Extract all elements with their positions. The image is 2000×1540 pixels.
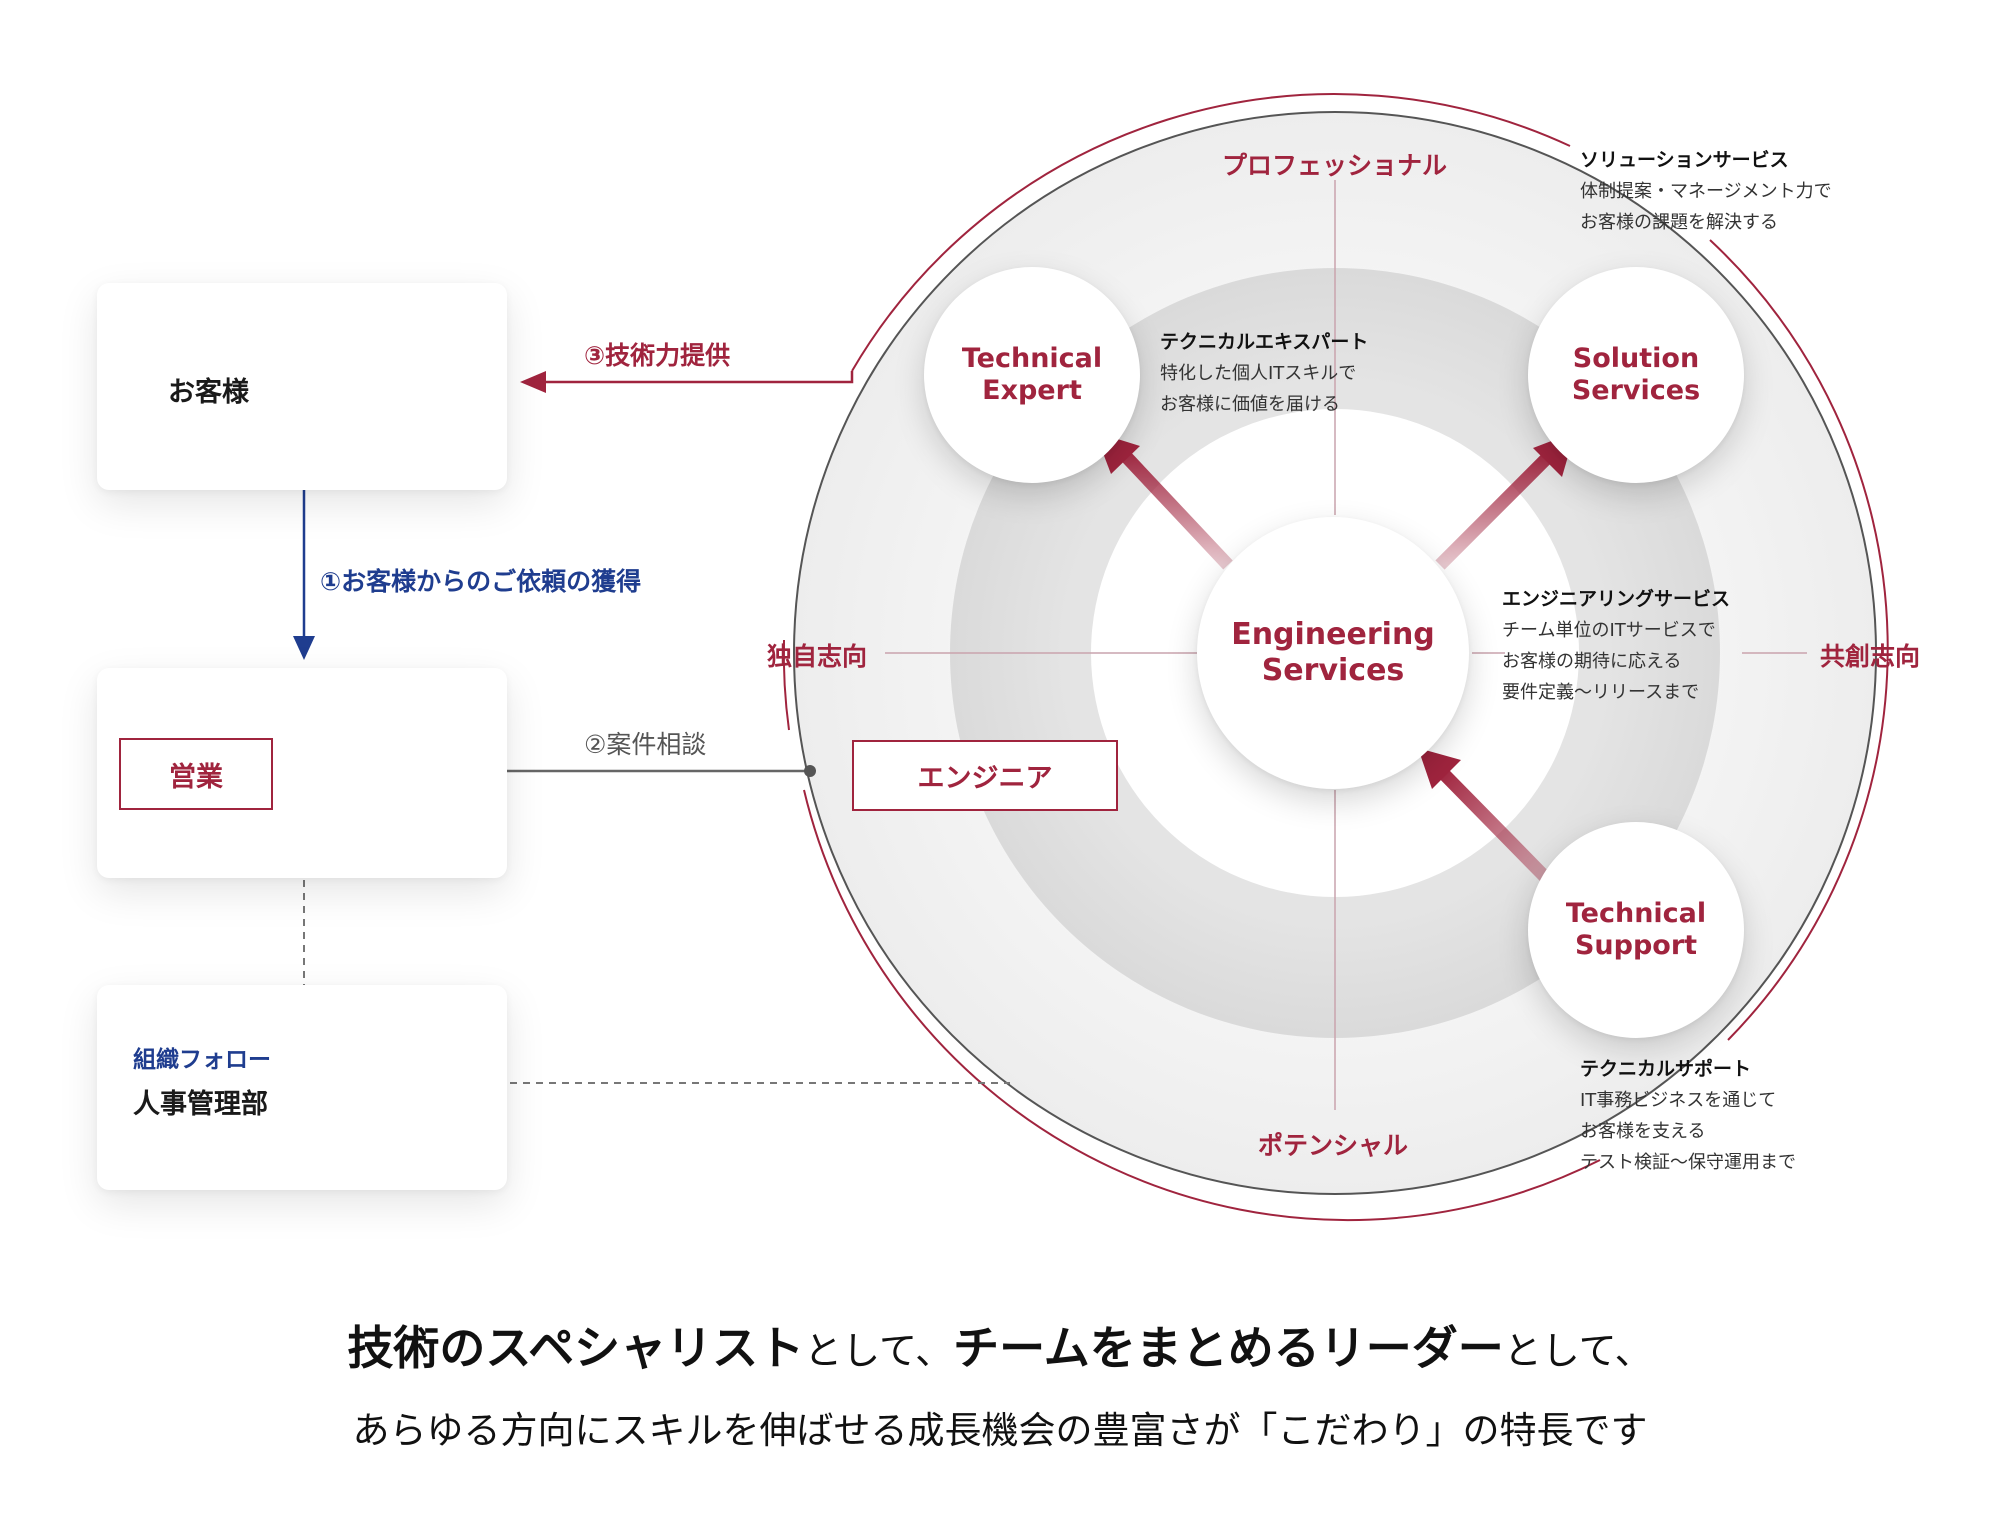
- headline-as-2: として、: [1503, 1329, 1653, 1373]
- node-engineering-line1: Engineering: [1231, 617, 1435, 652]
- desc-expert-title: テクニカルエキスパート: [1160, 331, 1369, 353]
- customer-card: [97, 283, 507, 490]
- axis-left-label: 独自志向: [767, 642, 868, 671]
- axis-top-label: プロフェッショナル: [1222, 151, 1448, 180]
- hr-label: 人事管理部: [133, 1089, 268, 1120]
- desc-engineering: エンジニアリングサービス チーム単位のITサービスで お客様の期待に応える 要件…: [1502, 584, 1730, 708]
- desc-expert: テクニカルエキスパート 特化した個人ITスキルで お客様に価値を届ける: [1160, 327, 1368, 420]
- desc-expert-line2: お客様に価値を届ける: [1160, 394, 1340, 415]
- node-solution-line1: Solution: [1572, 342, 1700, 374]
- node-technical-support: Technical Support: [1528, 822, 1744, 1038]
- desc-solution-line2: お客様の課題を解決する: [1580, 212, 1778, 233]
- engineer-label-box: エンジニア: [852, 740, 1118, 811]
- outer-arc-left: [782, 639, 790, 731]
- flow-request-label: ①お客様からのご依頼の獲得: [320, 567, 642, 596]
- hr-tag: 組織フォロー: [133, 1047, 271, 1073]
- node-support-line2: Support: [1574, 930, 1698, 961]
- outer-arc-bottom: [803, 789, 1601, 1221]
- headline-leader: チームをまとめるリーダー: [953, 1321, 1504, 1375]
- desc-engineering-title: エンジニアリングサービス: [1502, 588, 1731, 610]
- flow-tech-offer-label: ③技術力提供: [584, 341, 731, 370]
- node-solution-line2: Services: [1571, 375, 1701, 406]
- engineer-label: エンジニア: [917, 763, 1053, 794]
- hr-card: [97, 985, 507, 1190]
- desc-solution-line1: 体制提案・マネージメント力で: [1580, 181, 1832, 202]
- headline-line2: あらゆる方向にスキルを伸ばせる成長機会の豊富さが「こだわり」の特長です: [352, 1409, 1648, 1452]
- flow-consult-label: ②案件相談: [584, 730, 707, 759]
- desc-support-line3: テスト検証〜保守運用まで: [1580, 1152, 1796, 1173]
- axis-right-label: 共創志向: [1820, 642, 1921, 671]
- desc-engineering-line2: お客様の期待に応える: [1502, 651, 1682, 672]
- axis-bottom-label: ポテンシャル: [1258, 1131, 1409, 1160]
- headline-as-1: として、: [804, 1329, 954, 1373]
- arrowhead-request: [293, 636, 315, 660]
- outer-arc-right: [1709, 239, 1889, 1041]
- node-expert-line2: Expert: [982, 375, 1082, 406]
- desc-solution: ソリューションサービス 体制提案・マネージメント力で お客様の課題を解決する: [1580, 145, 1832, 238]
- headline-line1: 技術のスペシャリストとして、チームをまとめるリーダーとして、: [0, 1312, 2000, 1378]
- connector-consult-dot-right: [804, 765, 816, 777]
- arrowhead-tech-offer: [520, 371, 546, 393]
- node-technical-expert: Technical Expert: [924, 267, 1140, 483]
- sales-label-box: 営業: [119, 738, 273, 810]
- node-engineering-line2: Services: [1261, 653, 1405, 688]
- arrow-from-support: [1418, 748, 1553, 885]
- desc-support-title: テクニカルサポート: [1580, 1058, 1752, 1080]
- connector-tech-offer: [540, 371, 854, 384]
- desc-support-line2: お客様を支える: [1580, 1121, 1706, 1142]
- desc-support: テクニカルサポート IT事務ビジネスを通じて お客様を支える テスト検証〜保守運…: [1580, 1054, 1796, 1178]
- desc-solution-title: ソリューションサービス: [1580, 149, 1789, 171]
- node-solution-services: Solution Services: [1528, 267, 1744, 483]
- desc-expert-line1: 特化した個人ITスキルで: [1160, 363, 1357, 384]
- node-support-line1: Technical: [1565, 897, 1707, 929]
- headline-specialist: 技術のスペシャリスト: [347, 1321, 805, 1375]
- customer-label: お客様: [168, 377, 249, 408]
- sales-label: 営業: [169, 761, 223, 793]
- desc-engineering-line1: チーム単位のITサービスで: [1502, 620, 1716, 641]
- node-expert-line1: Technical: [961, 342, 1103, 374]
- node-engineering-services: Engineering Services: [1197, 517, 1469, 789]
- outer-arc-top: [851, 93, 1571, 372]
- desc-support-line1: IT事務ビジネスを通じて: [1580, 1090, 1777, 1111]
- desc-engineering-line3: 要件定義〜リリースまで: [1502, 682, 1700, 703]
